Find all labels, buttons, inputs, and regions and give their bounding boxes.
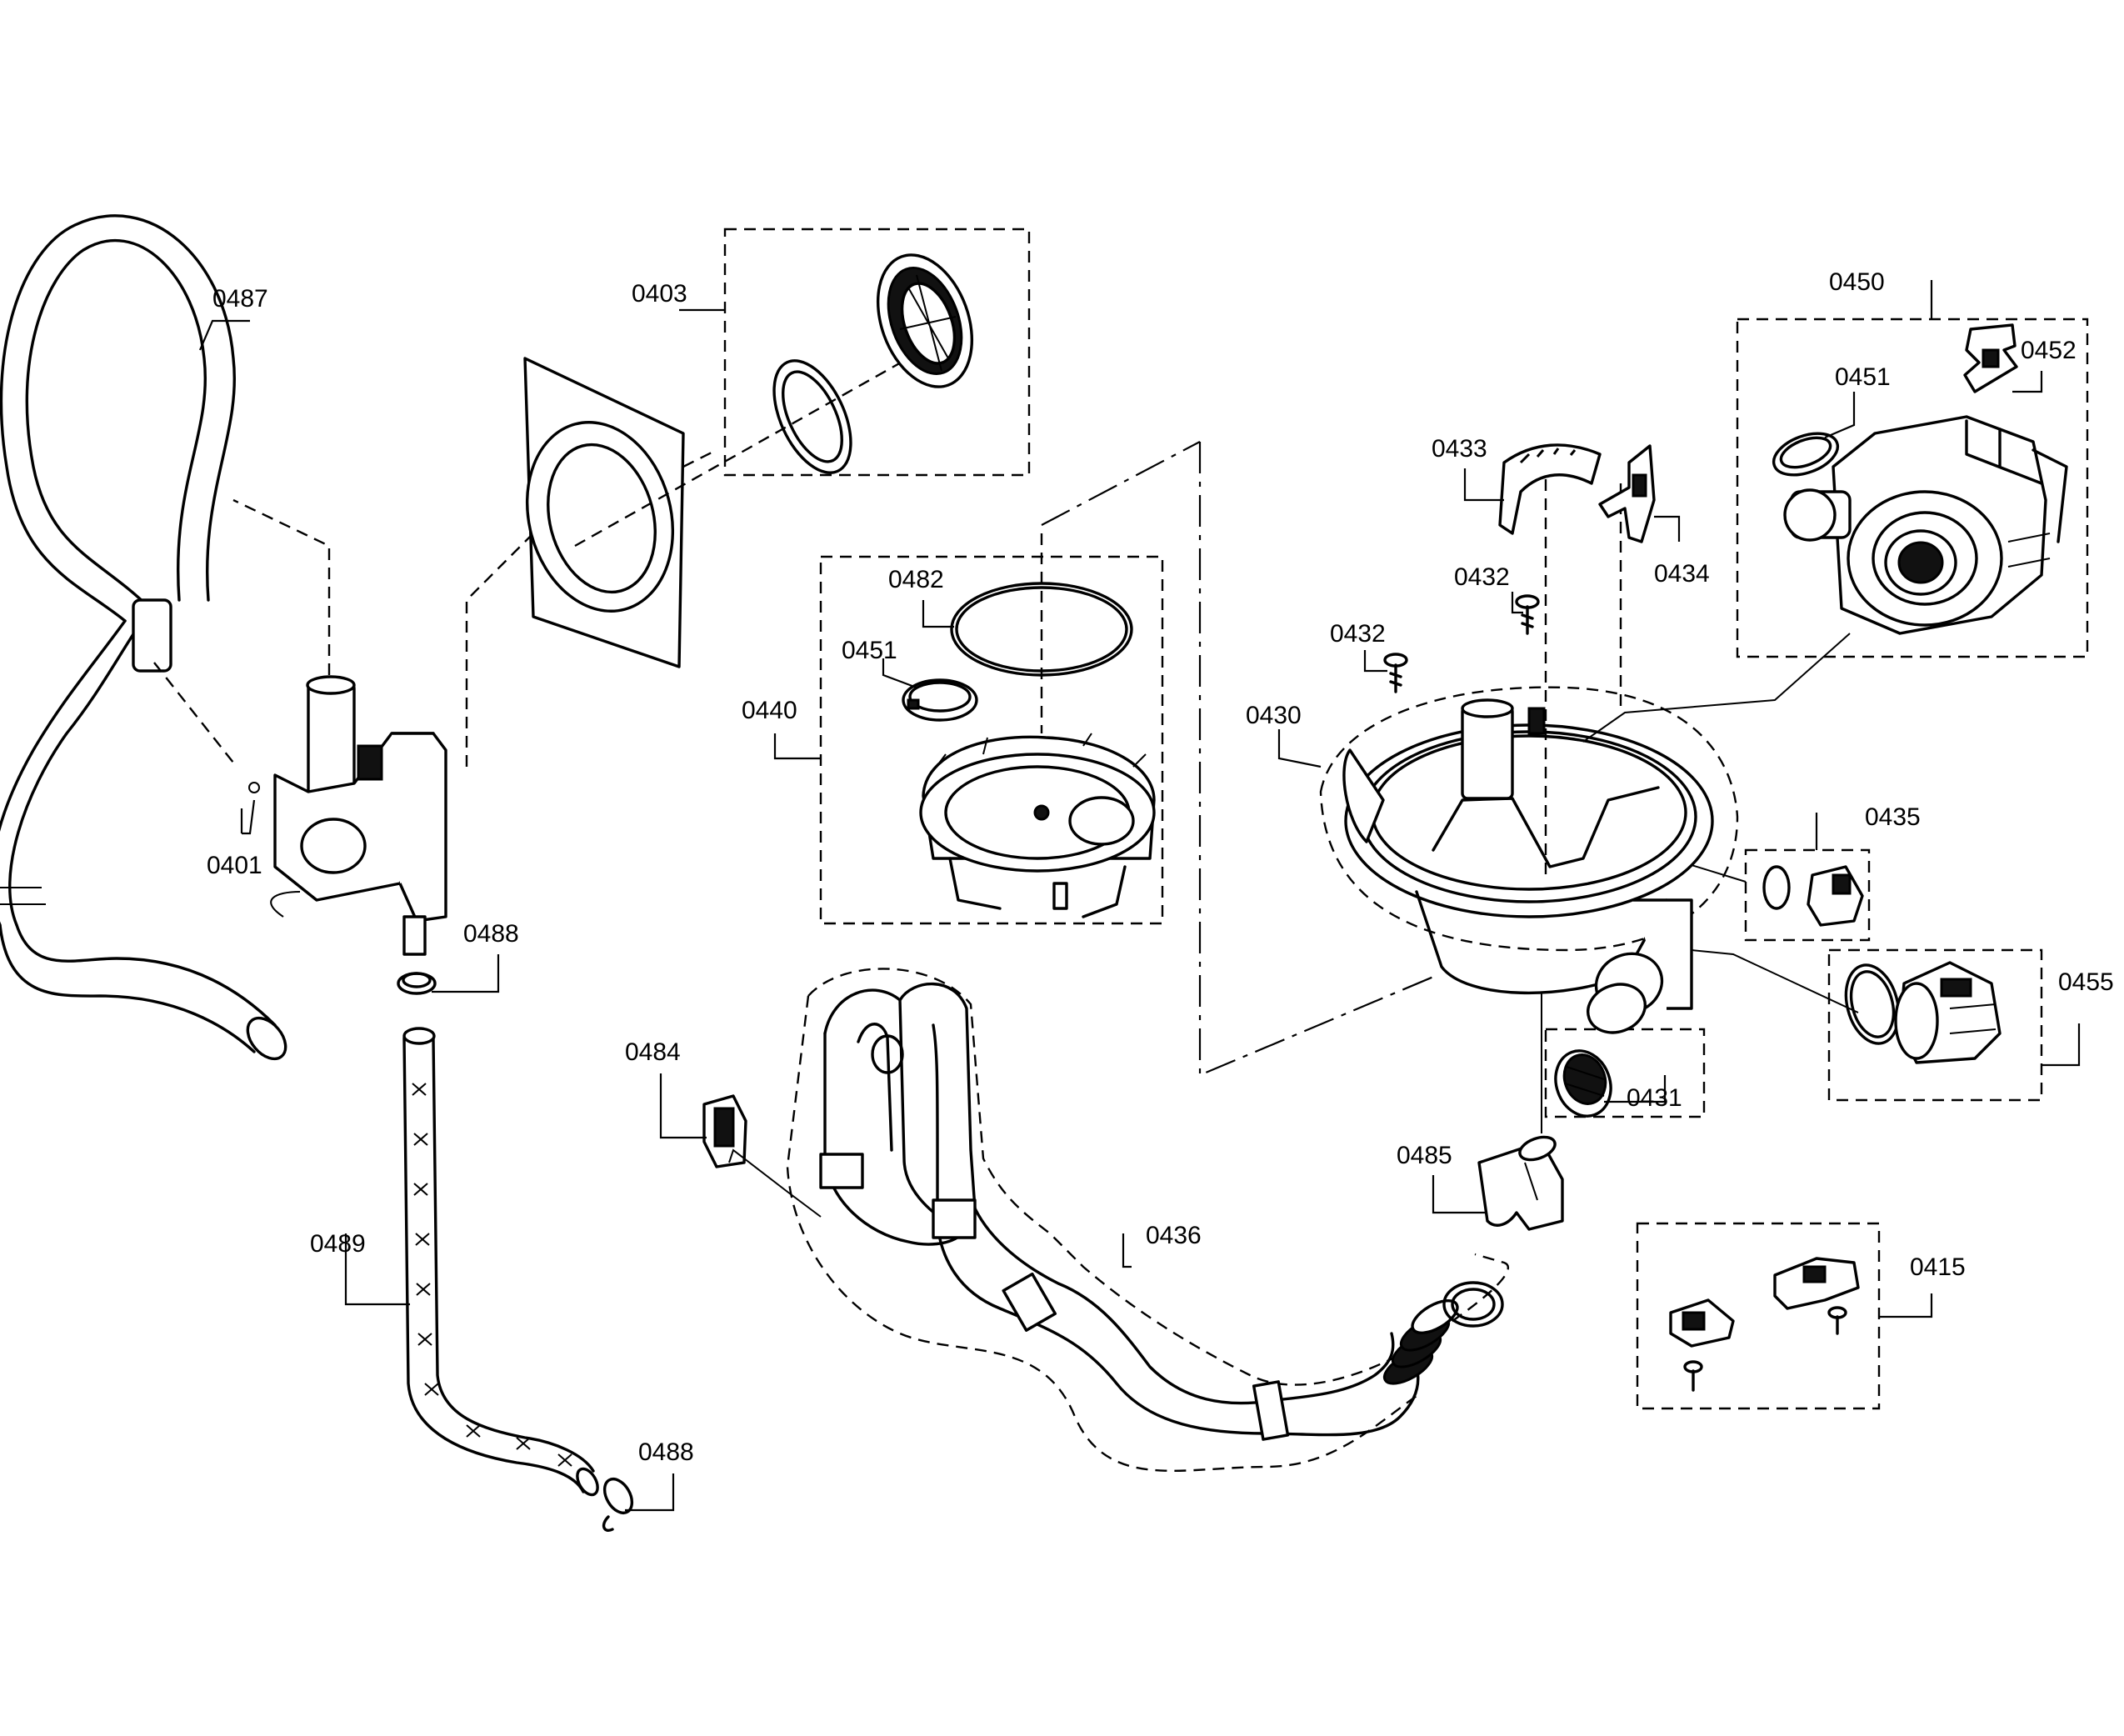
part-0452-bracket <box>1963 323 2018 393</box>
part-0415-screw-b <box>1827 1306 1847 1335</box>
callout-0431: 0431 <box>1627 1084 1682 1112</box>
callout-0451-filter: 0451 <box>842 637 897 664</box>
callout-0450: 0450 <box>1829 268 1885 296</box>
callout-0432-right: 0432 <box>1454 563 1510 591</box>
construct-line-0430 <box>1544 479 1622 875</box>
part-0430-sump <box>1319 686 1739 1133</box>
construct-line-0484 <box>728 1148 822 1218</box>
callout-0435: 0435 <box>1865 803 1921 831</box>
part-0432-screw-1 <box>1383 653 1408 693</box>
part-0415-clip-b <box>1773 1257 1860 1310</box>
part-0451-clamp-ring <box>902 678 978 722</box>
callout-0436: 0436 <box>1146 1222 1202 1249</box>
callout-0451-pump: 0451 <box>1835 363 1891 391</box>
callout-0452: 0452 <box>2021 337 2077 364</box>
part-0451-clamp-ring-pump <box>1772 432 1840 477</box>
part-0489-hose <box>402 1027 599 1497</box>
group-box-0455 <box>1827 948 2043 1102</box>
group-box-0403 <box>723 228 1031 477</box>
part-0450-pump <box>1783 415 2068 635</box>
callout-0488-upper: 0488 <box>463 920 519 948</box>
part-0432-screw-2 <box>1515 594 1540 635</box>
callout-0433: 0433 <box>1432 435 1487 463</box>
part-0434-bracket <box>1598 444 1656 543</box>
callout-0484: 0484 <box>625 1038 681 1066</box>
part-0403-cover-cap <box>876 253 974 388</box>
callout-0489: 0489 <box>310 1230 366 1258</box>
group-box-0440 <box>819 555 1164 925</box>
leader-lines <box>198 280 2081 1512</box>
part-0415-clip-a <box>1669 1298 1735 1348</box>
group-box-0435 <box>1744 848 1871 942</box>
callout-0403: 0403 <box>632 280 687 308</box>
assembly-outline <box>1198 442 1438 1077</box>
callout-0440: 0440 <box>742 697 797 724</box>
part-0436-hose <box>786 968 1509 1472</box>
callout-0482: 0482 <box>888 566 944 593</box>
callout-0455: 0455 <box>2058 968 2114 996</box>
part-0403-seal-ring <box>772 359 852 474</box>
construct-line-0450 <box>1582 633 1851 743</box>
callout-0430: 0430 <box>1246 702 1302 729</box>
part-0435-sensor <box>1762 865 1864 927</box>
callout-0401: 0401 <box>207 852 262 879</box>
part-0484-clip <box>702 1094 747 1168</box>
construct-line-pump-hose <box>153 498 551 767</box>
group-box-0450 <box>1736 318 2089 658</box>
assembly-outline-top <box>1041 441 1201 526</box>
part-0403-gasket-plate <box>523 357 685 668</box>
construct-line-0435 <box>1691 864 1859 1013</box>
callout-0487: 0487 <box>212 285 268 313</box>
construct-line-0403 <box>574 357 909 548</box>
part-0488-clamp-lower <box>602 1478 634 1532</box>
part-0487-drain-hose <box>0 214 287 1061</box>
callout-0485: 0485 <box>1397 1142 1452 1169</box>
callout-0488-lower: 0488 <box>638 1438 694 1466</box>
callout-0434: 0434 <box>1654 560 1710 588</box>
part-0431-check-valve <box>1554 1049 1612 1118</box>
part-0485-adapter <box>1477 1135 1564 1231</box>
callout-0415: 0415 <box>1910 1253 1966 1281</box>
part-0415-screw-a <box>1683 1360 1703 1392</box>
callout-0432-left: 0432 <box>1330 620 1386 648</box>
part-0455-motor <box>1844 961 2002 1064</box>
part-0433-cover <box>1498 443 1602 535</box>
part-0440-filter-base <box>919 733 1156 918</box>
part-0401-pump-housing <box>248 675 447 956</box>
part-0488-clamp-upper <box>397 972 437 995</box>
